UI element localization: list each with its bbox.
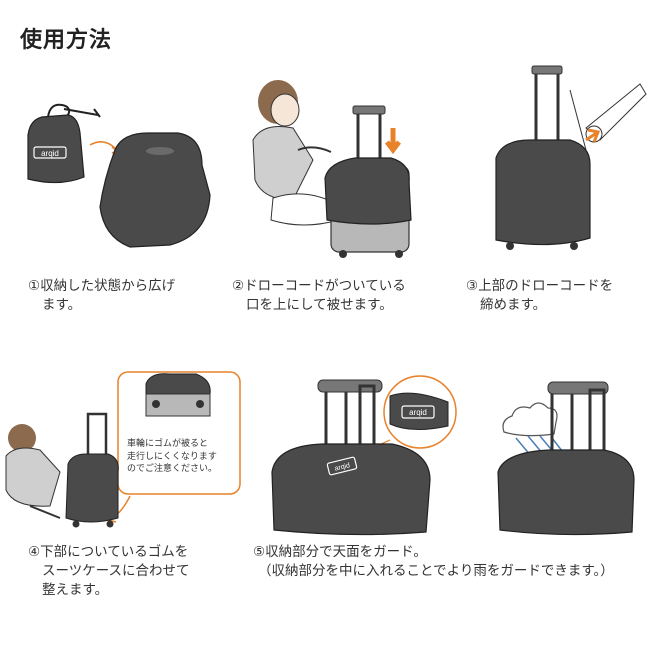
rain-suitcase-icon	[497, 381, 635, 536]
cloud-icon	[502, 402, 558, 437]
callout-box	[106, 371, 241, 523]
arrow-icon	[89, 141, 117, 150]
step2-caption: ②ドローコードがついている 口を上にして被せます。	[232, 278, 406, 313]
wheel-caution-note: 車輪にゴムが被ると 走行しにくくなります のでご注意ください。	[127, 439, 218, 474]
kneeling-person-icon	[5, 424, 61, 519]
person-icon	[252, 80, 340, 226]
step3-illustration	[495, 65, 647, 250]
up-arrow-icon	[585, 128, 601, 143]
suitcase-icon	[324, 105, 412, 258]
step3-caption: ③上部のドローコードを 締めます。	[466, 278, 614, 313]
step5-illustration-left: arqid arqid	[271, 375, 457, 536]
page-title: 使用方法	[20, 28, 113, 53]
step1-illustration: arqid	[27, 103, 211, 248]
unfolded-cover-icon	[99, 132, 211, 248]
magnifier-brand-label: arqid	[409, 408, 427, 417]
pouch-icon: arqid	[27, 103, 101, 184]
step2-illustration	[252, 80, 412, 258]
step4-illustration	[5, 371, 241, 528]
step5-caption: ⑤収納部分で天面をガード。 （収納部分を中に入れることでより雨をガードできます。…	[253, 544, 614, 579]
step5-illustration-right	[497, 381, 635, 536]
suitcase-brand-label: arqid	[334, 462, 351, 473]
step1-caption: ①収納した状態から広げ ます。	[28, 278, 176, 313]
pouch-brand-label: arqid	[41, 149, 59, 158]
down-arrow-icon	[385, 128, 401, 155]
hand-icon	[569, 83, 647, 151]
topguard-suitcase-icon: arqid	[271, 379, 431, 536]
magnifier-callout: arqid	[349, 375, 457, 459]
step4-caption: ④下部についているゴムを スーツケースに合わせて 整えます。	[28, 544, 190, 598]
covered-suitcase-icon	[495, 139, 591, 250]
suitcase-bottom-icon	[65, 412, 119, 528]
